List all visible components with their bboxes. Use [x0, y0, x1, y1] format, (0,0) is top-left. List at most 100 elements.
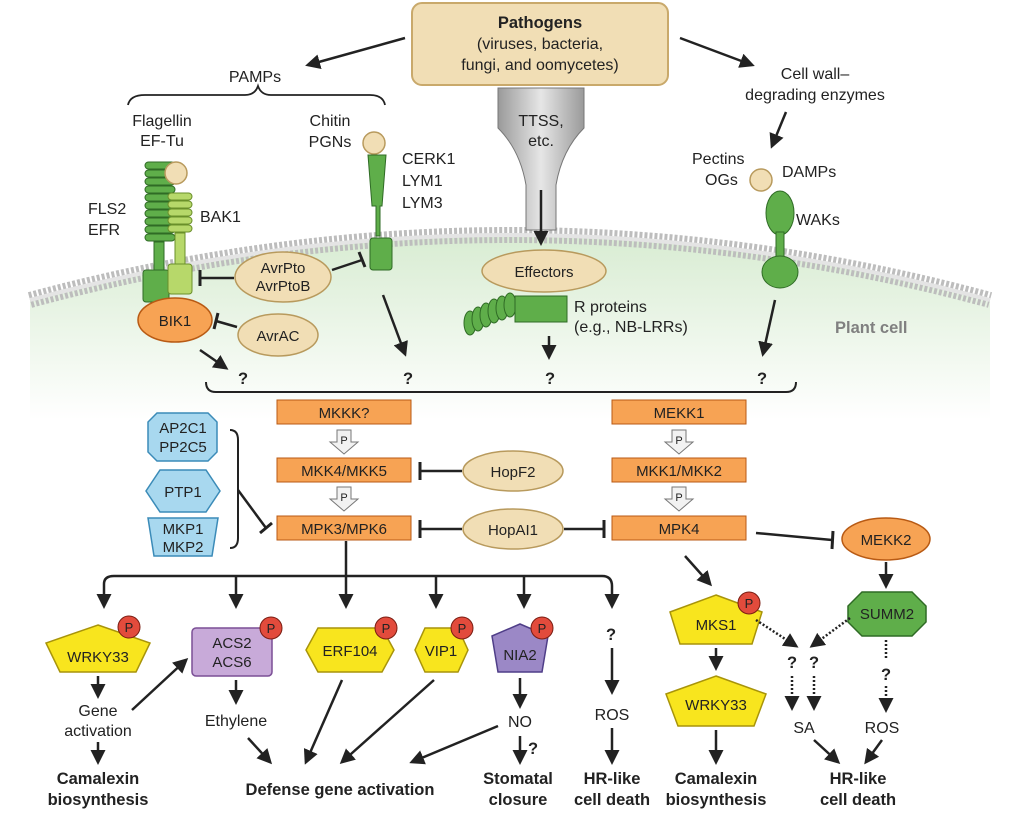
summ2-label: SUMM2: [860, 606, 914, 623]
cell-wall-label: Cell wall–: [781, 66, 850, 83]
lym1-label: LYM1: [402, 173, 443, 190]
phospho-badge-wrky33-label: P: [125, 620, 134, 635]
phospho-label-3: P: [675, 435, 682, 447]
pathogens-line2: fungi, and oomycetes): [461, 57, 618, 74]
mkkk-node: [276, 399, 412, 425]
q-ros-left: ?: [606, 626, 616, 644]
mpk4-label: MPK4: [659, 521, 700, 538]
outcome-hr-left: HR-like: [584, 770, 641, 788]
ptp1-node: [145, 469, 221, 513]
flagellin-ligand: [164, 161, 188, 185]
ethylene-label: Ethylene: [205, 713, 267, 730]
q-chitin: ?: [403, 370, 413, 388]
bik1-node: [137, 297, 213, 343]
hopf2-label: HopF2: [490, 464, 535, 481]
pp2c5-label: PP2C5: [159, 439, 207, 456]
mks1-label: MKS1: [696, 617, 737, 634]
outcome-defense-gene-activation: Defense gene activation: [246, 781, 435, 799]
bak1-label: BAK1: [200, 209, 241, 226]
phosphatase-bracket: [229, 429, 239, 549]
hopai1-label: HopAI1: [488, 522, 538, 539]
wrky33-right-label: WRKY33: [685, 697, 747, 714]
ros-left-label: ROS: [595, 707, 630, 724]
erf104-label: ERF104: [322, 643, 377, 660]
outcome-camalexin-left-2: biosynthesis: [48, 791, 149, 809]
q-sa-left: ?: [787, 654, 797, 672]
fls2-label: FLS2: [88, 201, 126, 218]
mkk45-node: [276, 457, 412, 483]
r-protein-shape: [463, 292, 568, 336]
ap2c1-label: AP2C1: [159, 420, 207, 437]
damps-label: DAMPs: [782, 164, 836, 181]
mkk12-node: [611, 457, 747, 483]
wrky33-right-node: [665, 675, 767, 727]
pectins-label: Pectins: [692, 151, 744, 168]
damps-ligand: [749, 168, 773, 192]
pathogens-box: [411, 2, 669, 86]
plant-cell-label: Plant cell: [835, 319, 907, 337]
q-sa-right: ?: [809, 654, 819, 672]
cell-wall-label-2: degrading enzymes: [745, 87, 885, 104]
chitin-ligand: [362, 131, 386, 155]
pamps-brace: [127, 83, 386, 106]
mkk12-label: MKK1/MKK2: [636, 463, 722, 480]
r-proteins-label: R proteins: [574, 299, 647, 316]
avrpto-label: AvrPto: [261, 260, 306, 277]
mekk2-label: MEKK2: [861, 532, 912, 549]
phospho-badge-erf104-label: P: [382, 621, 391, 636]
outcome-hr-left-2: cell death: [574, 791, 650, 809]
bak1-receptor: [167, 192, 193, 295]
outcome-hr-right: HR-like: [830, 770, 887, 788]
bik1-label: BIK1: [159, 313, 192, 330]
efr-label: EFR: [88, 222, 120, 239]
mkp2-label: MKP2: [163, 539, 204, 556]
nb-lrrs-label: (e.g., NB-LRRs): [574, 319, 688, 336]
outcome-camalexin-right-2: biosynthesis: [666, 791, 767, 809]
mpk36-label: MPK3/MPK6: [301, 521, 387, 538]
phospho-arrow-3: [663, 429, 695, 455]
avrpto-node: [234, 251, 332, 303]
ogs-label: OGs: [705, 172, 738, 189]
chitin-label: Chitin: [310, 113, 351, 130]
downstream-bracket: [96, 574, 620, 609]
avrptob-label: AvrPtoB: [256, 278, 311, 295]
mkp1-label: MKP1: [163, 521, 204, 538]
phospho-label-2: P: [340, 492, 347, 504]
avrac-node: [237, 313, 319, 357]
outcome-stomatal-2: closure: [489, 791, 548, 809]
wak-receptor-bottom: [761, 255, 799, 289]
acs-node: [191, 627, 273, 677]
cerk1-receptor: [367, 154, 387, 237]
no-label: NO: [508, 714, 532, 731]
phospho-arrow-4: [663, 486, 695, 512]
outcome-camalexin-right: Camalexin: [675, 770, 758, 788]
acs6-label: ACS6: [212, 654, 251, 671]
q-waks: ?: [757, 370, 767, 388]
ros-right-label: ROS: [865, 720, 900, 737]
q-ros-right: ?: [881, 666, 891, 684]
vip1-label: VIP1: [425, 643, 458, 660]
q-flagellin: ?: [238, 370, 248, 388]
phospho-arrow-1: [328, 429, 360, 455]
hopf2-node: [462, 450, 564, 492]
effectors-label: Effectors: [515, 264, 574, 281]
gene-activation-label-2: activation: [64, 723, 132, 740]
cerk1-label: CERK1: [402, 151, 455, 168]
waks-label: WAKs: [796, 212, 840, 229]
flagellin-label: Flagellin: [132, 113, 192, 130]
phospho-badge-vip1-label: P: [458, 621, 467, 636]
phospho-badge-erf104: [374, 616, 398, 640]
fls2-receptor: [142, 161, 176, 303]
avrac-label: AvrAC: [256, 328, 299, 345]
phospho-badge-nia2-label: P: [538, 621, 547, 636]
phospho-badge-nia2: [530, 616, 554, 640]
phospho-badge-acs-label: P: [267, 621, 276, 636]
q-rproteins: ?: [545, 370, 555, 388]
hopai1-node: [462, 508, 564, 550]
phospho-label-4: P: [675, 492, 682, 504]
eftu-label: EF-Tu: [140, 133, 184, 150]
ttss-label-2: etc.: [528, 133, 554, 150]
nia2-label: NIA2: [503, 647, 536, 664]
